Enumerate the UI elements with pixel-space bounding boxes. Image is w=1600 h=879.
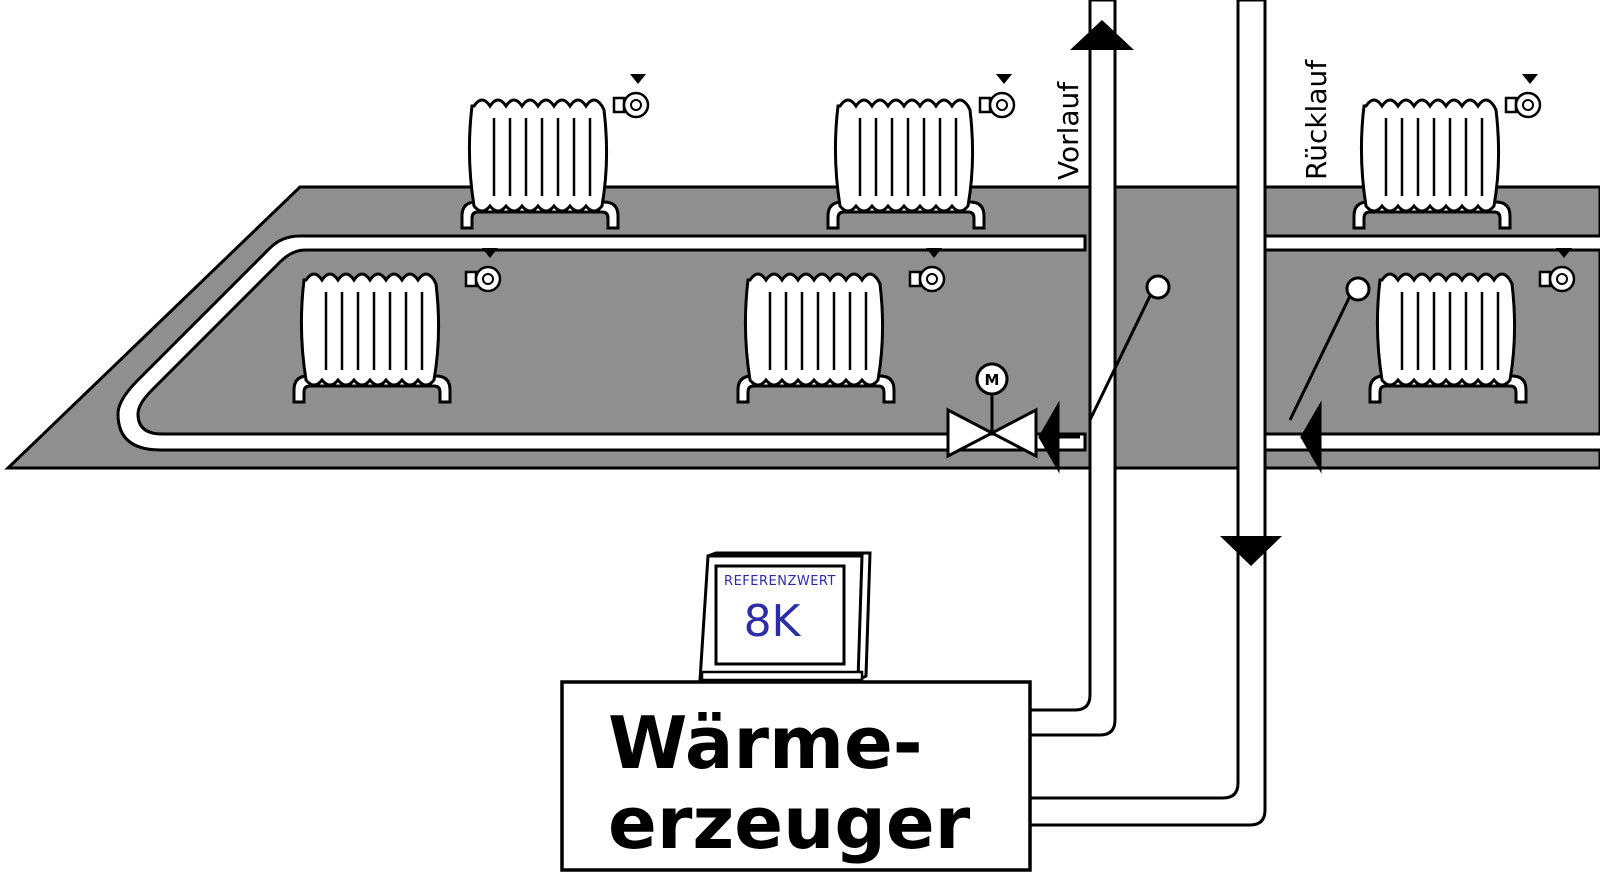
return-label: Rücklauf [1300,59,1333,180]
thermostat-valve-icon [612,72,650,119]
sensor-icon [1288,276,1371,421]
boiler-label-line2: erzeuger [608,781,971,865]
joint-cover [1240,436,1263,448]
check-valve-icon [1038,400,1080,474]
left-floor-loop-pipe [116,234,1087,452]
flow-label: Vorlauf [1052,81,1085,180]
joint-cover [1092,436,1113,448]
display-caption: REFERENZWERT [724,574,836,589]
radiator-icon [460,98,620,230]
joint-cover [1092,238,1113,249]
boiler-box [560,680,1032,872]
right-lower-branch-pipe [1263,432,1600,452]
radiator-icon [1352,98,1512,230]
radiator-icon [292,272,452,404]
motor-label: M [985,371,1000,389]
boiler-label-line1: Wärme- [608,701,923,785]
joint-cover [1240,238,1263,249]
radiator-icon [1368,272,1528,404]
thermostat-valve-icon [1504,72,1542,119]
check-valve-icon [1300,400,1322,474]
controller-display-icon: REFERENZWERT 8K [698,551,872,682]
right-upper-branch-pipe [1263,234,1600,252]
flow-arrow-icon [1070,20,1134,50]
sensor-icon [1088,274,1171,421]
radiator-icon [826,98,986,230]
flow-arrow-icon [1220,536,1282,566]
display-value: 8K [744,596,802,647]
thermostat-valve-icon [978,72,1016,119]
radiator-icon [736,272,896,404]
motorized-valve-icon: M [946,362,1038,459]
